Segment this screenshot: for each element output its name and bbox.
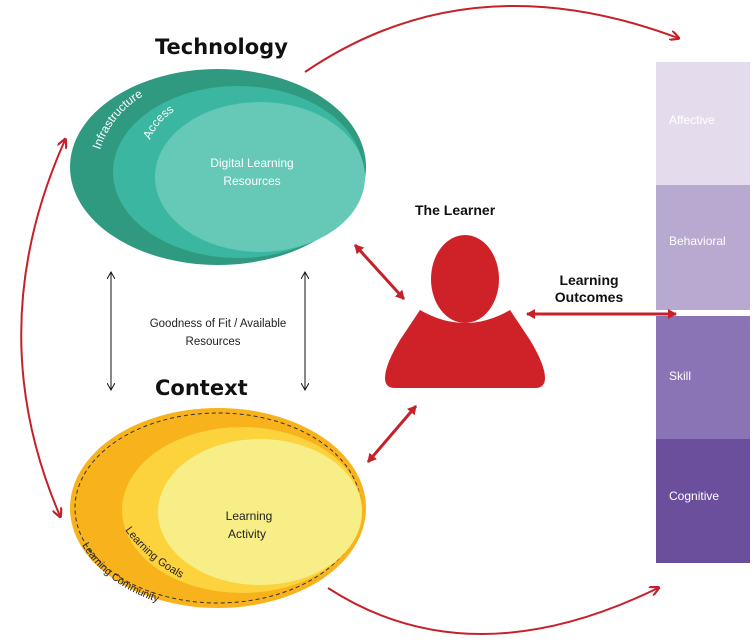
digital-resources-line1: Digital Learning bbox=[210, 156, 293, 170]
fit-label-line1: Goodness of Fit / Available bbox=[150, 318, 287, 330]
person-icon bbox=[385, 235, 545, 388]
activity-line2: Activity bbox=[228, 527, 266, 541]
level-skill-label: Skill bbox=[669, 369, 691, 383]
learner-group: The Learner bbox=[385, 202, 545, 388]
goodness-of-fit: Goodness of Fit / Available Resources bbox=[111, 272, 305, 390]
level-behavioral bbox=[656, 185, 750, 310]
level-cognitive-label: Cognitive bbox=[669, 489, 719, 503]
outcome-levels: Affective Behavioral Skill Cognitive bbox=[656, 62, 750, 563]
technology-title: Technology bbox=[155, 35, 288, 59]
level-affective bbox=[656, 62, 750, 185]
digital-resources-line2: Resources bbox=[223, 174, 280, 188]
fit-label-line2: Resources bbox=[186, 336, 241, 348]
tech-learner-arrow bbox=[353, 243, 406, 301]
context-to-outcomes-curve bbox=[327, 588, 658, 635]
tech-context-curve bbox=[20, 140, 65, 516]
level-skill bbox=[656, 316, 750, 439]
context-learner-arrow bbox=[366, 405, 418, 463]
context-group: Context Learning Community Learning Goal… bbox=[70, 376, 366, 608]
level-behavioral-label: Behavioral bbox=[669, 234, 726, 248]
level-cognitive bbox=[656, 439, 750, 563]
context-title: Context bbox=[155, 376, 248, 400]
level-affective-label: Affective bbox=[669, 113, 715, 127]
activity-line1: Learning bbox=[226, 509, 273, 523]
activity-ellipse bbox=[158, 439, 362, 585]
digital-resources-ellipse bbox=[155, 102, 365, 252]
learner-title: The Learner bbox=[415, 202, 496, 218]
technology-group: Technology Infrastructure Access Digital… bbox=[70, 35, 366, 265]
outcomes-line2: Outcomes bbox=[555, 289, 624, 305]
outcomes-line1: Learning bbox=[559, 272, 618, 288]
tech-to-outcomes-curve bbox=[304, 5, 678, 73]
